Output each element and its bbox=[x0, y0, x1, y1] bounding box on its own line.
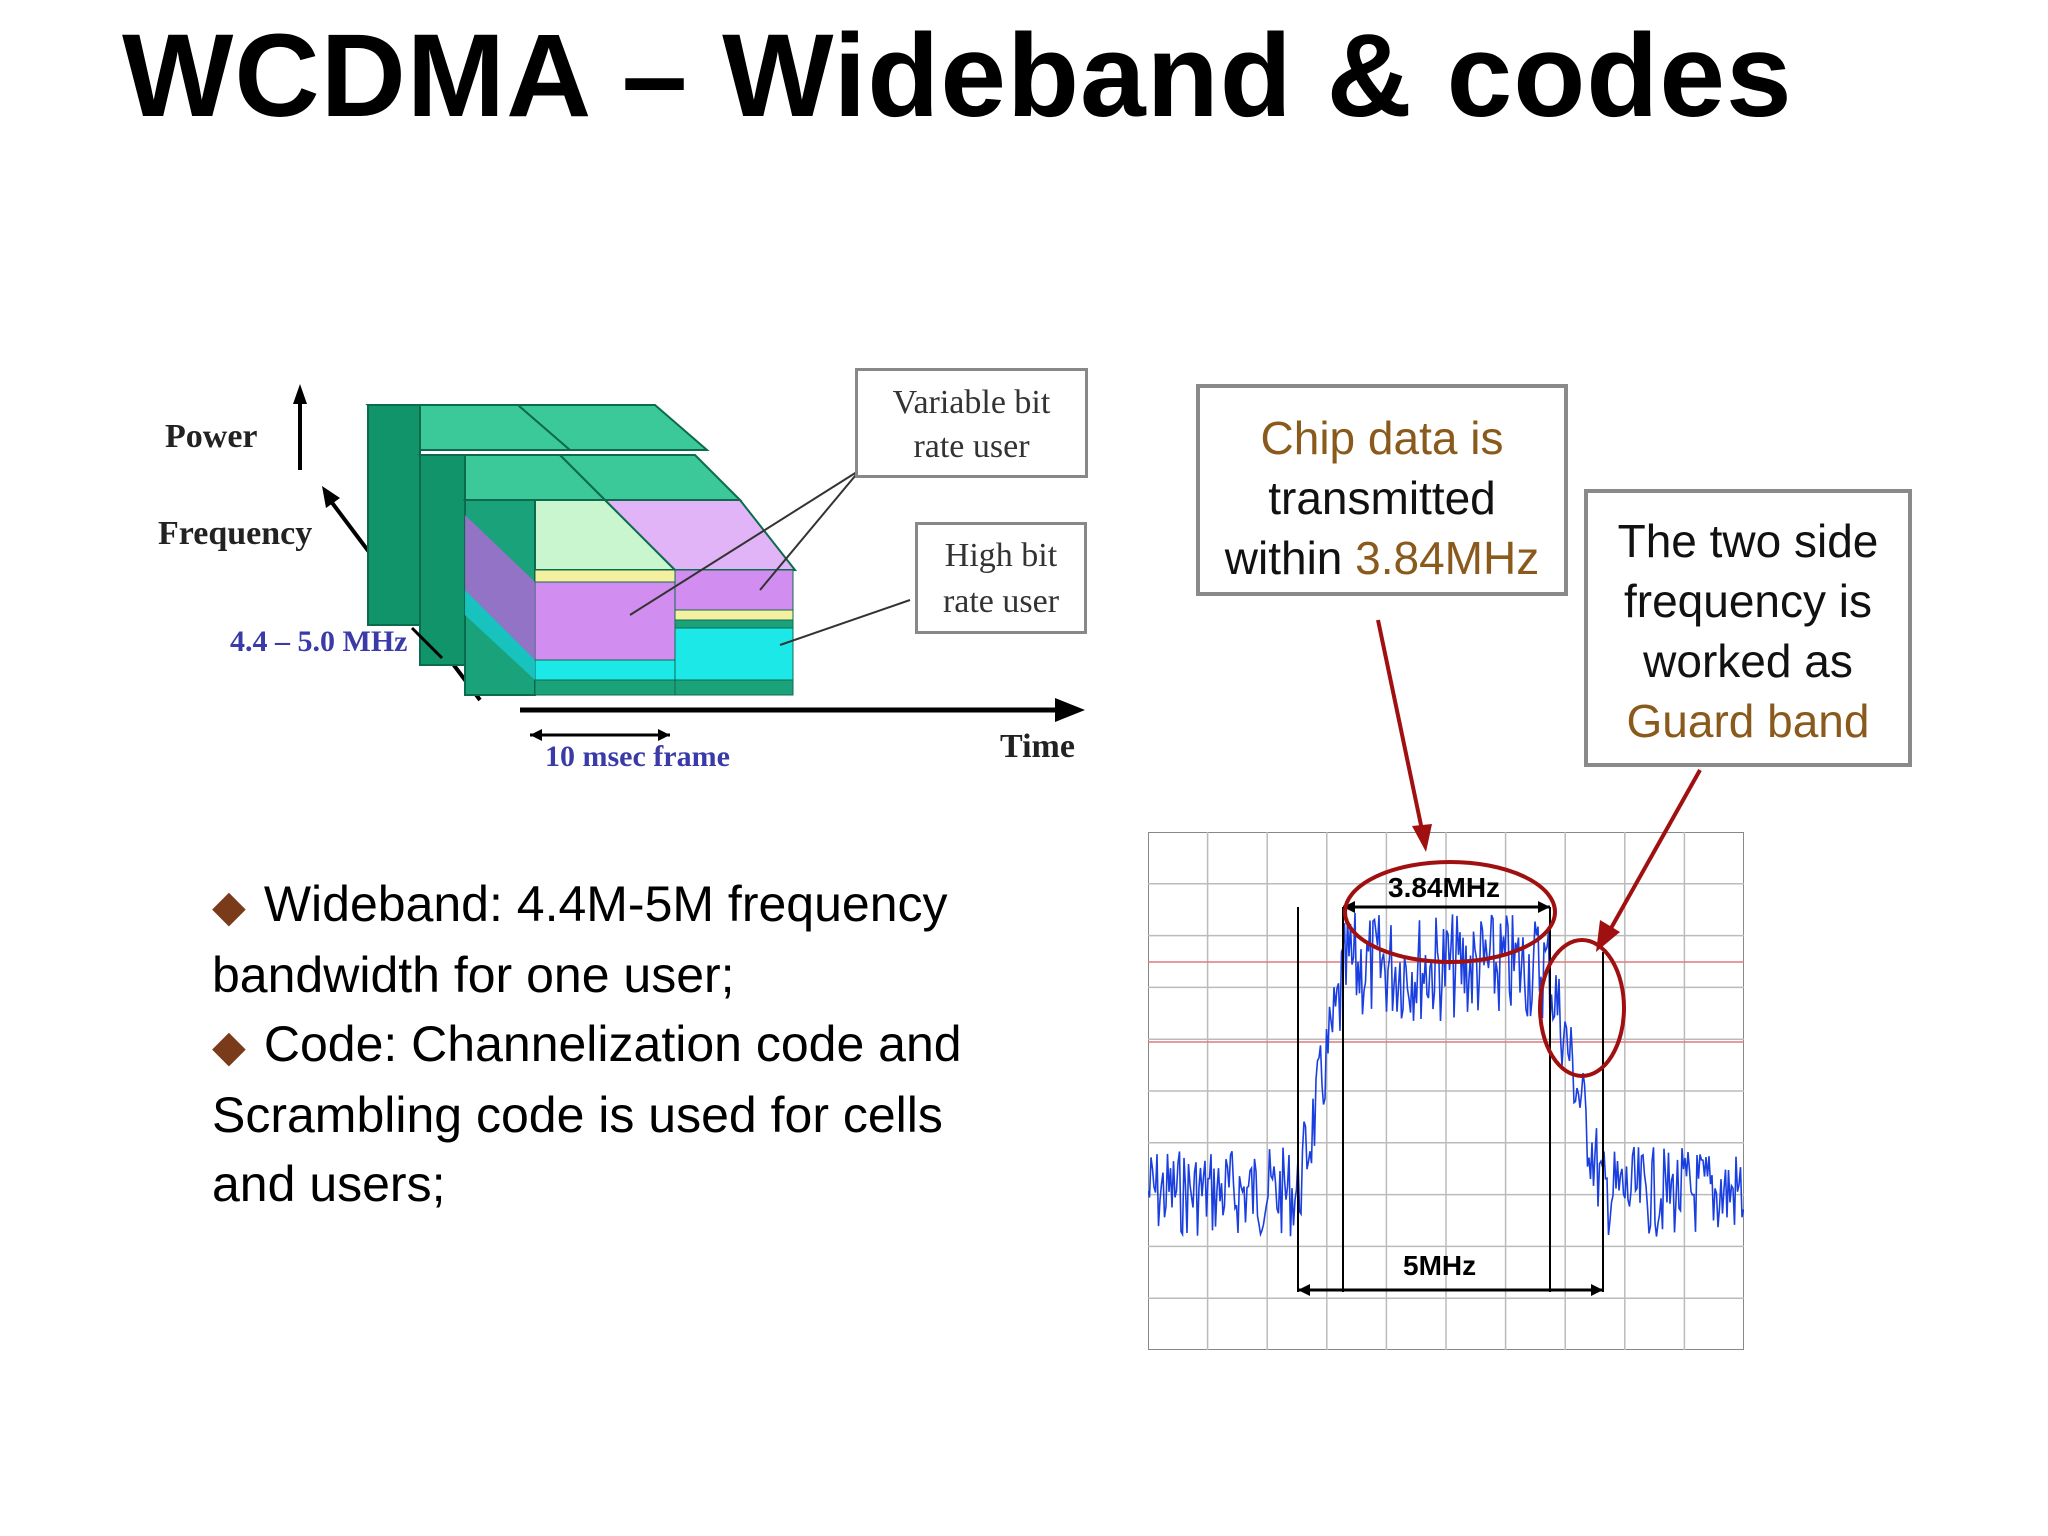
variable-pointer-1 bbox=[629, 469, 861, 616]
power-arrowhead bbox=[293, 384, 307, 404]
bullet-wideband: ◆Wideband: 4.4M-5M frequency bandwidth f… bbox=[212, 876, 948, 1003]
spectrum-plot: 3.84MHz 5MHz bbox=[1147, 831, 1745, 1351]
outer-bandwidth-label: 5MHz bbox=[1403, 1250, 1477, 1281]
variable-pointer-2 bbox=[759, 469, 861, 591]
back-green-block bbox=[365, 404, 710, 626]
high-rate-stack bbox=[602, 499, 798, 696]
wcdma-block-diagram: Power Frequency 4.4 – 5.0 MHz 10 msec fr… bbox=[150, 360, 1100, 790]
diamond-bullet-icon: ◆ bbox=[212, 882, 246, 931]
diamond-bullet-icon: ◆ bbox=[212, 1022, 246, 1071]
high-pointer bbox=[779, 599, 911, 646]
power-label: Power bbox=[165, 418, 258, 455]
bandwidth-label: 4.4 – 5.0 MHz bbox=[230, 625, 408, 658]
guard-band-annotation: The two side frequency is worked as Guar… bbox=[1584, 489, 1912, 767]
frequency-label: Frequency bbox=[158, 515, 313, 552]
high-rate-user-label: High bit rate user bbox=[915, 522, 1087, 634]
bullet-code: ◆Code: Channelization code and Scramblin… bbox=[212, 1016, 962, 1212]
chip-data-annotation: Chip data is transmitted within 3.84MHz bbox=[1196, 384, 1568, 596]
block-diagram-svg bbox=[293, 384, 1085, 741]
variable-rate-user-label: Variable bit rate user bbox=[855, 368, 1088, 478]
inner-bandwidth-label: 3.84MHz bbox=[1388, 872, 1501, 903]
chip-arrow bbox=[1376, 619, 1424, 831]
bullet-list: ◆Wideband: 4.4M-5M frequency bandwidth f… bbox=[212, 870, 1112, 1219]
time-label: Time bbox=[1000, 728, 1075, 765]
frequency-arrowhead bbox=[322, 486, 340, 508]
slide-title: WCDMA – Wideband & codes bbox=[122, 10, 1793, 142]
bandwidth-arrow bbox=[410, 626, 444, 660]
time-arrowhead bbox=[1055, 698, 1085, 722]
frame-label: 10 msec frame bbox=[545, 740, 730, 773]
